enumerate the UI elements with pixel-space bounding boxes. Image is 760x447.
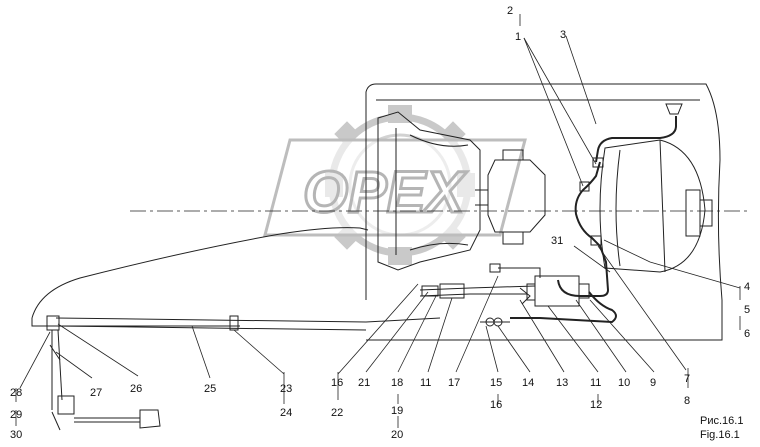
- watermark-logo: OPEX: [263, 105, 527, 265]
- clutch-housing: [599, 139, 713, 273]
- callout-11-left: 11: [420, 377, 431, 389]
- callout-15: 15: [490, 377, 502, 389]
- callout-4: 4: [744, 281, 750, 293]
- callout-1: 1: [515, 31, 521, 43]
- callout-25: 25: [204, 383, 216, 395]
- watermark-text: OPEX: [303, 160, 467, 225]
- release-bracket: [475, 149, 546, 245]
- leader-lines: [15, 14, 741, 428]
- pedal-assembly: [49, 329, 161, 431]
- callout-9: 9: [650, 377, 656, 389]
- gearbox-housing: [377, 111, 481, 271]
- callout-21: 21: [358, 377, 370, 389]
- frame-outline: [365, 83, 723, 341]
- callout-29: 29: [10, 409, 22, 421]
- cab-floor-contour: [31, 227, 369, 319]
- callout-14: 14: [522, 377, 534, 389]
- callout-27: 27: [90, 387, 102, 399]
- callout-12: 12: [590, 399, 602, 411]
- callout-17: 17: [448, 377, 460, 389]
- pedal-shaft-tube: [46, 315, 441, 331]
- figure-caption-en: Fig.16.1: [700, 429, 740, 441]
- floor-edge: [31, 318, 240, 327]
- figure-caption-ru: Рис.16.1: [700, 415, 743, 427]
- callout-labels: 2 1 3 31 4 5 6 7 8 9 10 11 12 13 14 15 1…: [10, 5, 750, 441]
- callout-13: 13: [556, 377, 568, 389]
- callout-8: 8: [684, 395, 690, 407]
- callout-22: 22: [331, 407, 343, 419]
- callout-6: 6: [744, 328, 750, 340]
- callout-30: 30: [10, 429, 22, 441]
- reservoir-and-hoses: [557, 103, 683, 297]
- clutch-booster-assembly: [489, 263, 617, 324]
- callout-26: 26: [130, 383, 142, 395]
- callout-18: 18: [391, 377, 403, 389]
- callout-7: 7: [684, 373, 690, 385]
- callout-24: 24: [280, 407, 292, 419]
- callout-16-left: 16: [331, 377, 343, 389]
- callout-16-right: 16: [490, 399, 502, 411]
- callout-31: 31: [551, 235, 563, 247]
- callout-19: 19: [391, 405, 403, 417]
- callout-10: 10: [618, 377, 630, 389]
- callout-28: 28: [10, 387, 22, 399]
- callout-23: 23: [280, 383, 292, 395]
- callout-20: 20: [391, 429, 403, 441]
- callout-2: 2: [507, 5, 513, 17]
- callout-11-right: 11: [590, 377, 601, 389]
- callout-3: 3: [560, 29, 566, 41]
- linkage-rod: [419, 283, 536, 327]
- callout-5: 5: [744, 304, 750, 316]
